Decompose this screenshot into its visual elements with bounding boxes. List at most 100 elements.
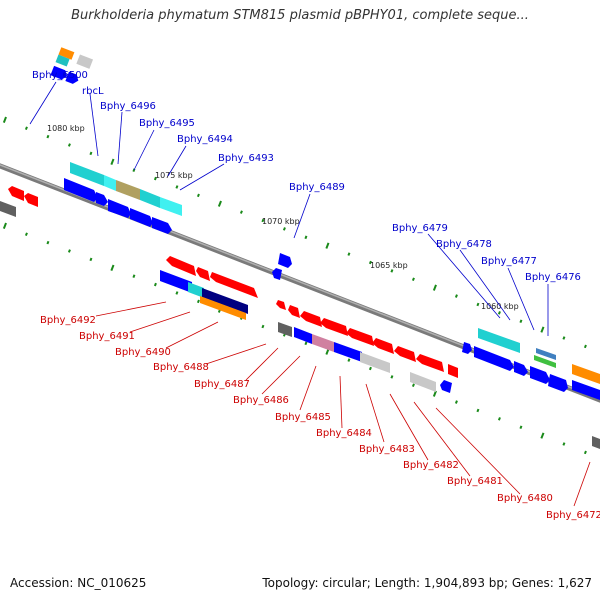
minor-tick [67,249,71,253]
minor-tick [476,302,480,307]
gene-feature[interactable] [448,364,458,378]
gene-label-bphy-6483[interactable]: Bphy_6483 [359,444,415,455]
gene-feature[interactable] [416,354,444,372]
gene-feature[interactable] [440,380,452,393]
gene-feature[interactable] [58,47,75,60]
minor-tick [24,232,28,236]
minor-tick [46,240,50,245]
major-tick [432,390,437,397]
gene-label-bphy-6484[interactable]: Bphy_6484 [316,428,372,439]
minor-tick [347,252,351,256]
gene-feature[interactable] [372,338,394,354]
gene-feature[interactable] [536,348,556,360]
minor-tick [390,375,394,379]
gene-feature[interactable] [55,54,70,67]
gene-feature[interactable] [534,355,556,368]
gene-label-bphy-6472[interactable]: Bphy_6472 [546,510,600,521]
gene-feature[interactable] [572,364,600,384]
gene-feature[interactable] [410,372,436,392]
gene-label-bphy-6495[interactable]: Bphy_6495 [139,118,195,129]
gene-feature[interactable] [76,54,94,69]
gene-label-bphy-6494[interactable]: Bphy_6494 [177,134,233,145]
gene-feature[interactable] [288,305,300,318]
gene-feature[interactable] [152,217,172,234]
gene-label-bphy-6491[interactable]: Bphy_6491 [79,331,135,342]
minor-tick [196,299,200,304]
gene-feature[interactable] [116,180,140,200]
gene-feature[interactable] [394,346,416,362]
gene-feature[interactable] [202,288,248,314]
gene-feature[interactable] [478,328,520,353]
minor-tick [454,294,458,298]
gene-feature[interactable] [0,201,16,217]
minor-tick [583,450,587,455]
gene-feature[interactable] [278,322,292,337]
gene-feature[interactable] [548,374,568,392]
gene-feature[interactable] [272,268,282,280]
gene-feature[interactable] [334,342,362,362]
major-tick [540,432,545,439]
gene-label-bphy-6482[interactable]: Bphy_6482 [403,460,459,471]
gene-feature[interactable] [65,71,80,86]
gene-feature[interactable] [278,253,292,268]
gene-feature[interactable] [462,342,472,354]
gene-label-bphy-6496[interactable]: Bphy_6496 [100,101,156,112]
major-tick [432,284,437,291]
gene-feature[interactable] [188,282,204,298]
gene-label-bphy-6492[interactable]: Bphy_6492 [40,315,96,326]
gene-feature[interactable] [276,300,286,310]
gene-feature[interactable] [160,270,192,293]
gene-feature[interactable] [294,327,312,344]
gene-feature[interactable] [514,361,528,376]
forward-cluster-rbcl [64,162,182,234]
minor-tick [497,417,501,421]
gene-feature[interactable] [360,352,390,373]
gene-feature[interactable] [210,272,258,298]
gene-feature[interactable] [96,192,108,206]
gene-label-bphy-6478[interactable]: Bphy_6478 [436,239,492,250]
gene-feature[interactable] [24,193,38,207]
scale-label-1075: 1075 kbp [155,171,193,180]
gene-feature[interactable] [166,256,196,276]
gene-feature[interactable] [320,318,348,336]
gene-feature[interactable] [346,328,374,346]
minor-tick [239,210,243,214]
gene-feature[interactable] [530,366,550,384]
minor-tick [132,274,136,278]
gene-feature[interactable] [104,175,116,191]
gene-feature[interactable] [108,199,131,218]
scale-label-1060: 1060 kbp [481,302,519,311]
gene-label-rbcl[interactable]: rbcL [82,86,104,97]
gene-label-bphy-6479[interactable]: Bphy_6479 [392,223,448,234]
gene-feature[interactable] [300,311,322,327]
gene-feature[interactable] [8,186,24,201]
gene-label-bphy-6486[interactable]: Bphy_6486 [233,395,289,406]
gene-feature[interactable] [140,189,160,208]
gene-label-bphy-6489[interactable]: Bphy_6489 [289,182,345,193]
gene-label-bphy-6481[interactable]: Bphy_6481 [447,476,503,487]
gene-feature[interactable] [70,162,104,186]
gene-label-bphy-6480[interactable]: Bphy_6480 [497,493,553,504]
gene-feature[interactable] [312,334,334,352]
minor-tick [411,277,415,282]
gene-feature[interactable] [64,178,98,202]
gene-label-bphy-6477[interactable]: Bphy_6477 [481,256,537,267]
gene-label-bphy-6488[interactable]: Bphy_6488 [153,362,209,373]
gene-label-bphy-6487[interactable]: Bphy_6487 [194,379,250,390]
gene-label-bphy-6490[interactable]: Bphy_6490 [115,347,171,358]
gene-label-bphy-6476[interactable]: Bphy_6476 [525,272,581,283]
gene-feature[interactable] [592,436,600,449]
gene-label-bphy-6485[interactable]: Bphy_6485 [275,412,331,423]
reverse-cluster-1 [160,256,258,320]
gene-feature[interactable] [130,208,153,227]
gene-feature[interactable] [160,197,182,216]
gene-feature[interactable] [50,65,69,81]
gene-label-bphy-6493[interactable]: Bphy_6493 [218,153,274,164]
gene-feature[interactable] [572,380,600,400]
gene-feature[interactable] [474,346,514,371]
gene-label-bphy-6500[interactable]: Bphy_6500 [32,70,88,81]
gene-feature[interactable] [200,296,246,320]
gene-feature[interactable] [196,267,210,281]
minor-tick [89,151,93,156]
